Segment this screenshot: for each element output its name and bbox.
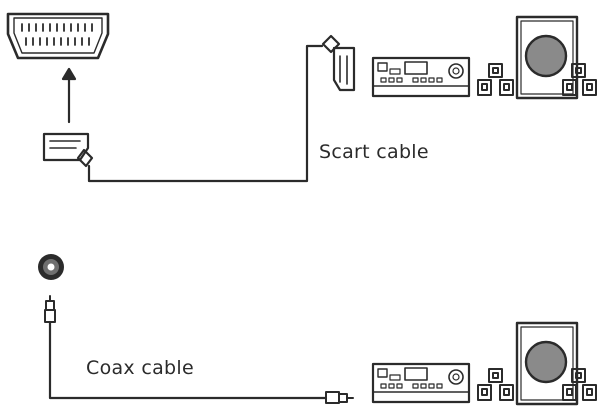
satellite-speaker-icon — [477, 63, 514, 96]
scart-plug-icon — [321, 34, 356, 92]
av-receiver-icon — [371, 56, 471, 98]
coax-cable-label: Coax cable — [86, 357, 194, 379]
satellite-speaker-icon — [477, 368, 514, 401]
arrow-up-icon — [61, 67, 77, 124]
subwoofer-icon — [515, 15, 579, 100]
scart-cable-line — [87, 44, 324, 183]
rca-plug-icon — [325, 391, 354, 404]
scart-plug-icon — [42, 132, 94, 168]
satellite-speaker-icon — [562, 63, 597, 96]
coax-cable-line — [48, 320, 328, 400]
scart-socket-icon — [6, 12, 110, 60]
av-receiver-icon — [371, 362, 471, 404]
subwoofer-icon — [515, 321, 579, 406]
satellite-speaker-icon — [562, 368, 597, 401]
rca-plug-icon — [44, 295, 56, 323]
scart-cable-label: Scart cable — [319, 141, 429, 163]
coax-socket-icon — [38, 254, 64, 280]
